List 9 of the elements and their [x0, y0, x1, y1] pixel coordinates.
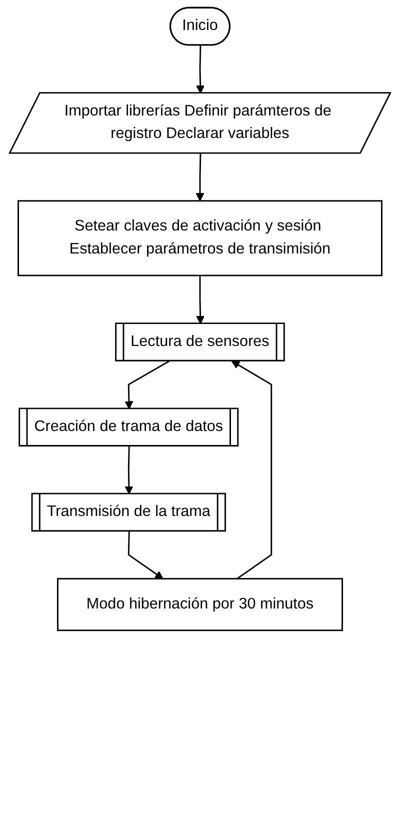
node-box: Setear claves de activación y sesión Establecer parámetros de transimisión	[18, 200, 382, 276]
arrow	[196, 45, 205, 94]
arrow	[231, 360, 272, 580]
node-box: Modo hibernación por 30 minutos	[57, 578, 343, 632]
arrow	[124, 360, 170, 410]
arrow	[128, 531, 164, 580]
arrow	[196, 154, 204, 202]
arrow	[196, 275, 205, 324]
arrow	[124, 446, 134, 494]
